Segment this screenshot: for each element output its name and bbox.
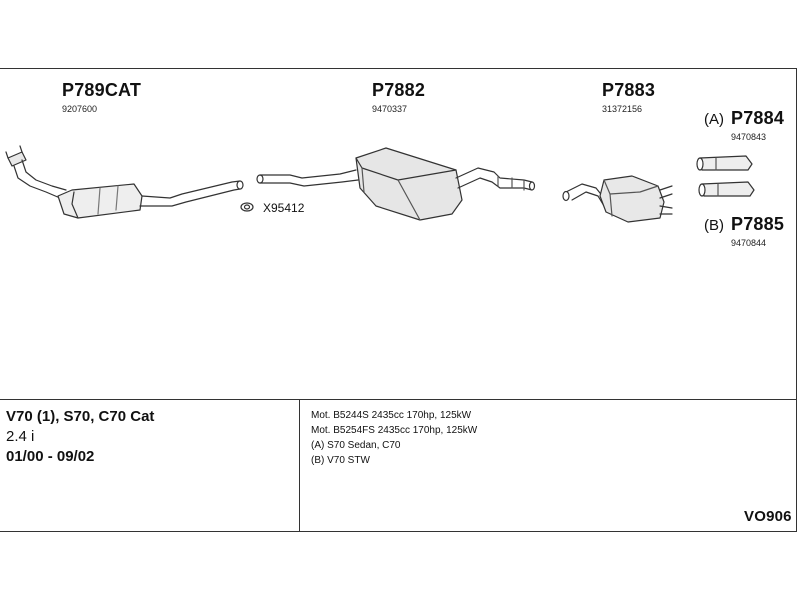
- gasket-code: X95412: [263, 201, 305, 215]
- part-code-tail-a: P7884: [731, 108, 785, 128]
- info-divider: [0, 399, 797, 400]
- part-number-tail-a: 9470843: [731, 132, 767, 142]
- part-code-tail-b: P7885: [731, 214, 785, 234]
- note-line: (A) S70 Sedan, C70: [311, 440, 401, 451]
- note-line: (B) V70 STW: [311, 455, 370, 466]
- part-code-rear: P7883: [602, 80, 656, 100]
- part-prefix-tail-b: (B): [704, 217, 724, 234]
- vehicle-engine: 2.4 i: [6, 428, 35, 445]
- part-code-mid: P7882: [372, 80, 426, 100]
- part-code-cat: P789CAT: [62, 80, 142, 100]
- info-column-divider: [299, 399, 300, 532]
- vehicle-model: V70 (1), S70, C70 Cat: [6, 408, 155, 425]
- diagram-code: VO906: [744, 508, 792, 525]
- catalytic-converter-drawing: [5, 145, 244, 219]
- part-number-mid: 9470337: [372, 104, 408, 114]
- tailpipe-b-drawing: [698, 181, 755, 197]
- tailpipe-a-drawing: [696, 155, 753, 171]
- note-line: Mot. B5244S 2435cc 170hp, 125kW: [311, 410, 472, 421]
- middle-silencer-drawing: [256, 147, 536, 221]
- part-number-tail-b: 9470844: [731, 238, 767, 248]
- part-number-cat: 9207600: [62, 104, 98, 114]
- part-number-rear: 31372156: [602, 104, 643, 114]
- note-line: Mot. B5254FS 2435cc 170hp, 125kW: [311, 425, 478, 436]
- rear-silencer-drawing: [562, 175, 673, 223]
- diagram-frame: [0, 68, 797, 532]
- vehicle-years: 01/00 - 09/02: [6, 448, 95, 465]
- part-prefix-tail-a: (A): [704, 111, 724, 128]
- gasket-drawing: [240, 202, 254, 212]
